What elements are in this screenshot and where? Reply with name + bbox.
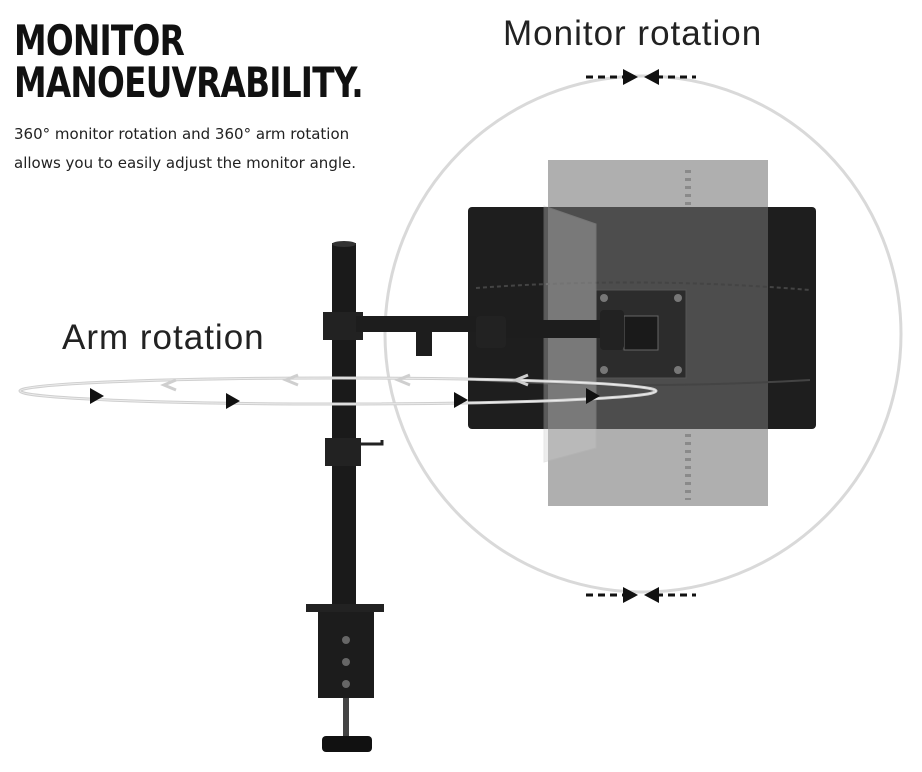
mount-arm	[356, 310, 624, 356]
headline: MONITOR MANOEUVRABILITY.	[14, 16, 364, 107]
monitor-rotation-label: Monitor rotation	[503, 14, 763, 53]
monitor-back	[468, 207, 816, 429]
headline-line-1: MONITOR	[14, 16, 185, 65]
mount-pole	[323, 241, 384, 611]
description-line-1: 360° monitor rotation and 360° arm rotat…	[14, 125, 350, 143]
description-line-2: allows you to easily adjust the monitor …	[14, 154, 357, 172]
monitor-rotation-circle	[383, 74, 903, 594]
top-rotation-arrows	[586, 69, 696, 85]
arm-rotation-ring	[18, 373, 658, 409]
arm-rotation-label: Arm rotation	[62, 318, 265, 357]
desk-clamp	[306, 604, 384, 752]
description: 360° monitor rotation and 360° arm rotat…	[14, 120, 414, 178]
headline-line-2: MANOEUVRABILITY.	[14, 58, 364, 107]
bottom-rotation-arrows	[586, 587, 696, 603]
